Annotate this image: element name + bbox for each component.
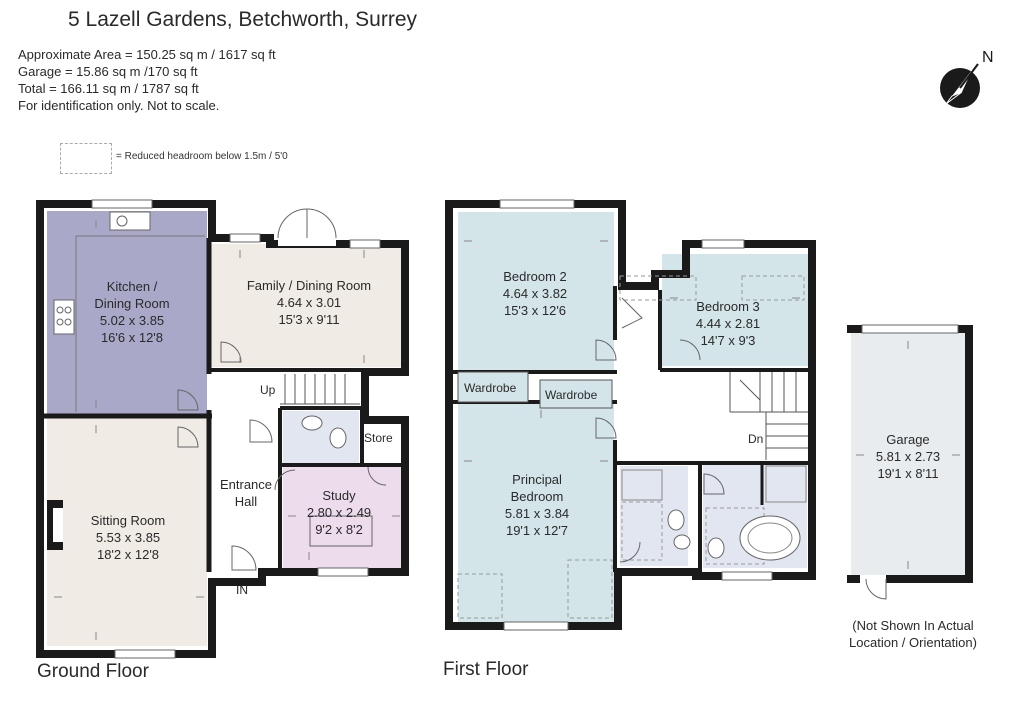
stairs-up-label: Up — [260, 383, 276, 397]
entrance-in-label: IN — [236, 583, 248, 597]
bedroom2-name: Bedroom 2 — [503, 269, 567, 284]
study-name: Study — [322, 488, 356, 503]
family-fill — [210, 244, 402, 367]
hall-fill — [213, 372, 283, 572]
garage-dims-m: 5.81 x 2.73 — [875, 449, 941, 464]
ground-floor-label: Ground Floor — [37, 661, 149, 682]
garage-fill — [851, 333, 965, 575]
first-outer-wall — [445, 200, 816, 630]
compass-icon: N — [940, 49, 994, 108]
reduced-headroom-legend: = Reduced headroom below 1.5m / 5'0 — [116, 151, 288, 162]
bedroom3-label: Bedroom 3 4.44 x 2.81 14'7 x 9'3 — [696, 298, 760, 349]
kitchen-dims-ft: 16'6 x 12'8 — [100, 330, 164, 345]
principal-name-line2: Bedroom — [510, 489, 564, 504]
family-room-name: Family / Dining Room — [246, 278, 372, 293]
study-dims-m: 2.80 x 2.49 — [306, 505, 372, 520]
sitting-room-name: Sitting Room — [90, 513, 166, 528]
garage-plan — [847, 324, 973, 600]
principal-dims-m: 5.81 x 3.84 — [504, 506, 570, 521]
garage-dims-ft: 19'1 x 8'11 — [877, 466, 939, 481]
first-floor-plan — [445, 199, 816, 631]
study-fill — [283, 466, 401, 568]
sitting-fill — [47, 418, 207, 646]
principal-dims-ft: 19'1 x 12'7 — [505, 523, 569, 538]
cloakroom-fill — [283, 411, 359, 463]
bedroom3-name: Bedroom 3 — [696, 299, 760, 314]
sitting-room-dims-ft: 18'2 x 12'8 — [96, 547, 160, 562]
principal-fill — [458, 404, 614, 622]
bedroom2-label: Bedroom 2 4.64 x 3.82 15'3 x 12'6 — [503, 268, 567, 319]
sitting-room-dims-m: 5.53 x 3.85 — [95, 530, 161, 545]
kitchen-name-line2: Dining Room — [94, 296, 170, 311]
disclaimer-line: For identification only. Not to scale. — [18, 98, 220, 113]
property-title: 5 Lazell Gardens, Betchworth, Surrey — [68, 8, 418, 31]
bedroom3-dims-ft: 14'7 x 9'3 — [700, 333, 756, 348]
area-info: Approximate Area = 150.25 sq m / 1617 sq… — [18, 46, 276, 114]
entrance-hall-line2: Hall — [234, 494, 258, 509]
reduced-headroom-swatch — [60, 143, 112, 174]
ground-floor-plan — [36, 199, 409, 659]
family-room-dims-ft: 15'3 x 9'11 — [278, 312, 340, 327]
wardrobe-label-2: Wardrobe — [545, 388, 598, 402]
first-floor-label: First Floor — [443, 659, 529, 680]
sitting-room-label: Sitting Room 5.53 x 3.85 18'2 x 12'8 — [91, 512, 165, 563]
wardrobe-label-1: Wardrobe — [464, 381, 517, 395]
family-room-dims-m: 4.64 x 3.01 — [276, 295, 342, 310]
entrance-hall-label: Entrance Hall — [220, 476, 272, 510]
study-dims-ft: 9'2 x 8'2 — [315, 522, 363, 537]
principal-name-line1: Principal — [512, 472, 562, 487]
garage-note-line1: (Not Shown In Actual — [852, 618, 974, 633]
garage-area-line: Garage = 15.86 sq m /170 sq ft — [18, 64, 198, 79]
garage-label: Garage 5.81 x 2.73 19'1 x 8'11 — [876, 431, 940, 482]
stairs-down-label: Dn — [748, 432, 764, 446]
garage-note-line2: Location / Orientation) — [849, 635, 977, 650]
store-label: Store — [364, 431, 393, 445]
kitchen-name-line1: Kitchen / — [106, 279, 158, 294]
bedroom2-fill — [458, 212, 614, 371]
compass-north-label: N — [982, 49, 994, 66]
total-area-line: Total = 166.11 sq m / 1787 sq ft — [18, 81, 199, 96]
garage-name: Garage — [886, 432, 930, 447]
entrance-hall-line1: Entrance — [219, 477, 273, 492]
kitchen-label: Kitchen / Dining Room 5.02 x 3.85 16'6 x… — [94, 278, 169, 346]
study-label: Study 2.80 x 2.49 9'2 x 8'2 — [307, 487, 371, 538]
area-line: Approximate Area = 150.25 sq m / 1617 sq… — [18, 47, 276, 62]
landing-fill — [617, 372, 807, 460]
bedroom2-dims-m: 4.64 x 3.82 — [502, 286, 568, 301]
bedroom2-dims-ft: 15'3 x 12'6 — [503, 303, 567, 318]
bedroom3-dims-m: 4.44 x 2.81 — [695, 316, 761, 331]
family-room-label: Family / Dining Room 4.64 x 3.01 15'3 x … — [247, 277, 371, 328]
kitchen-dims-m: 5.02 x 3.85 — [99, 313, 165, 328]
principal-bedroom-label: Principal Bedroom 5.81 x 3.84 19'1 x 12'… — [505, 471, 569, 539]
garage-location-note: (Not Shown In Actual Location / Orientat… — [849, 617, 977, 651]
